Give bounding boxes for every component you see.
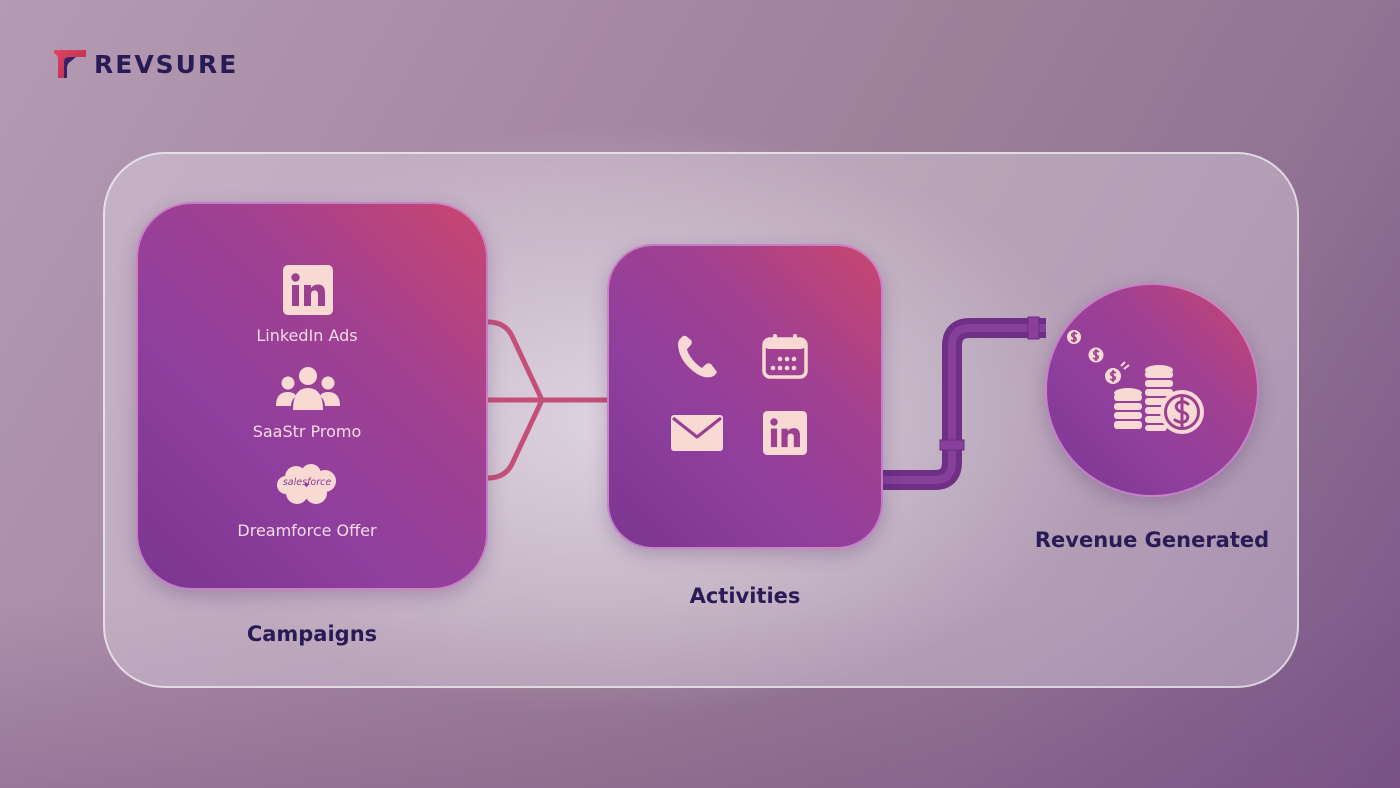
campaign-item-label: LinkedIn Ads [256, 326, 358, 345]
phone-icon [678, 335, 717, 378]
coin-stack-dollar-icon [1067, 330, 1204, 434]
calendar-icon [762, 334, 808, 379]
linkedin-icon [283, 265, 333, 315]
revsure-logo-icon [54, 50, 86, 78]
brand-name: REVSURE [94, 49, 239, 79]
activities-card [607, 244, 883, 549]
salesforce-logo-text: salesforce [282, 477, 332, 488]
salesforce-cloud-icon: salesforce [276, 463, 338, 507]
campaign-item-label: SaaStr Promo [252, 422, 362, 441]
pipe-connector [883, 316, 1046, 490]
people-group-icon [276, 367, 340, 410]
background-shade [0, 600, 1400, 788]
linkedin-icon [763, 411, 807, 455]
campaigns-title: Campaigns [246, 622, 378, 646]
brand-logo: REVSURE [52, 48, 238, 80]
merge-connector [485, 319, 610, 481]
activities-title: Activities [689, 584, 801, 608]
email-icon [671, 415, 723, 451]
campaign-item-label: Dreamforce Offer [237, 521, 377, 540]
revenue-title: Revenue Generated [1034, 528, 1270, 552]
